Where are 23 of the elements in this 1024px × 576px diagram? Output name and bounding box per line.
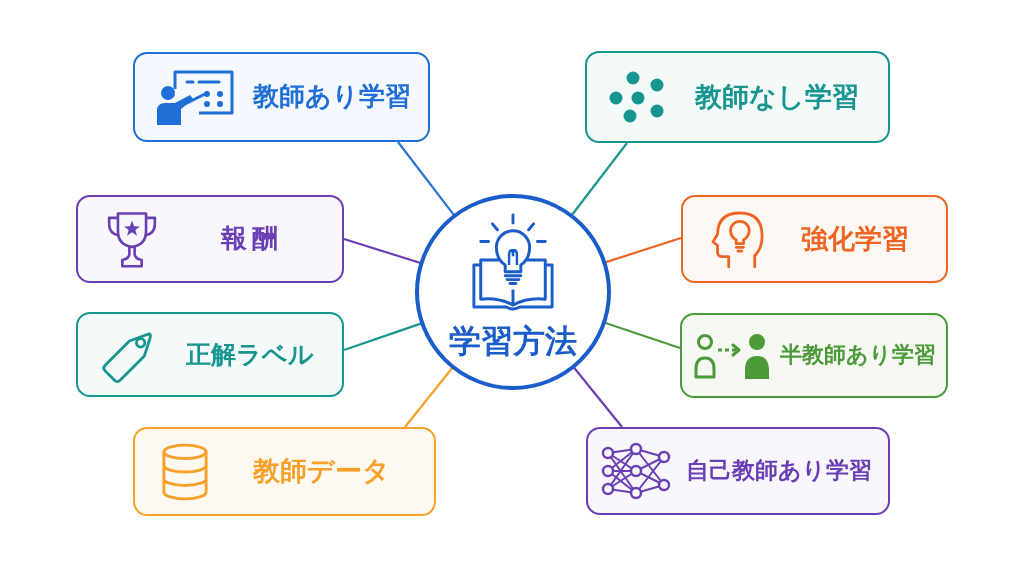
connector-line (404, 366, 454, 428)
connector-line (343, 237, 422, 265)
topic-label: 報酬 (220, 223, 284, 255)
topic-box (681, 195, 948, 283)
topic-box (133, 427, 436, 516)
topic-label: 教師あり学習 (251, 81, 412, 113)
topic-label: 自己教師あり学習 (685, 457, 873, 485)
topic-label: 半教師あり学習 (779, 342, 937, 369)
topic-box (680, 313, 948, 398)
topic-label: 強化学習 (800, 222, 910, 256)
topic-box (76, 312, 344, 397)
connector-line (397, 141, 456, 217)
topic-box (586, 427, 890, 515)
topic-label: 教師データ (251, 455, 391, 488)
connector-line (570, 142, 628, 217)
topic-label: 教師なし学習 (693, 80, 860, 114)
topic-box (133, 52, 430, 142)
topic-box (585, 51, 890, 143)
connector-line (604, 236, 682, 264)
hub-label: 学習方法 (449, 324, 577, 360)
connector-line (572, 366, 623, 428)
topic-label: 正解ラベル (184, 339, 315, 370)
topic-box (76, 195, 344, 283)
